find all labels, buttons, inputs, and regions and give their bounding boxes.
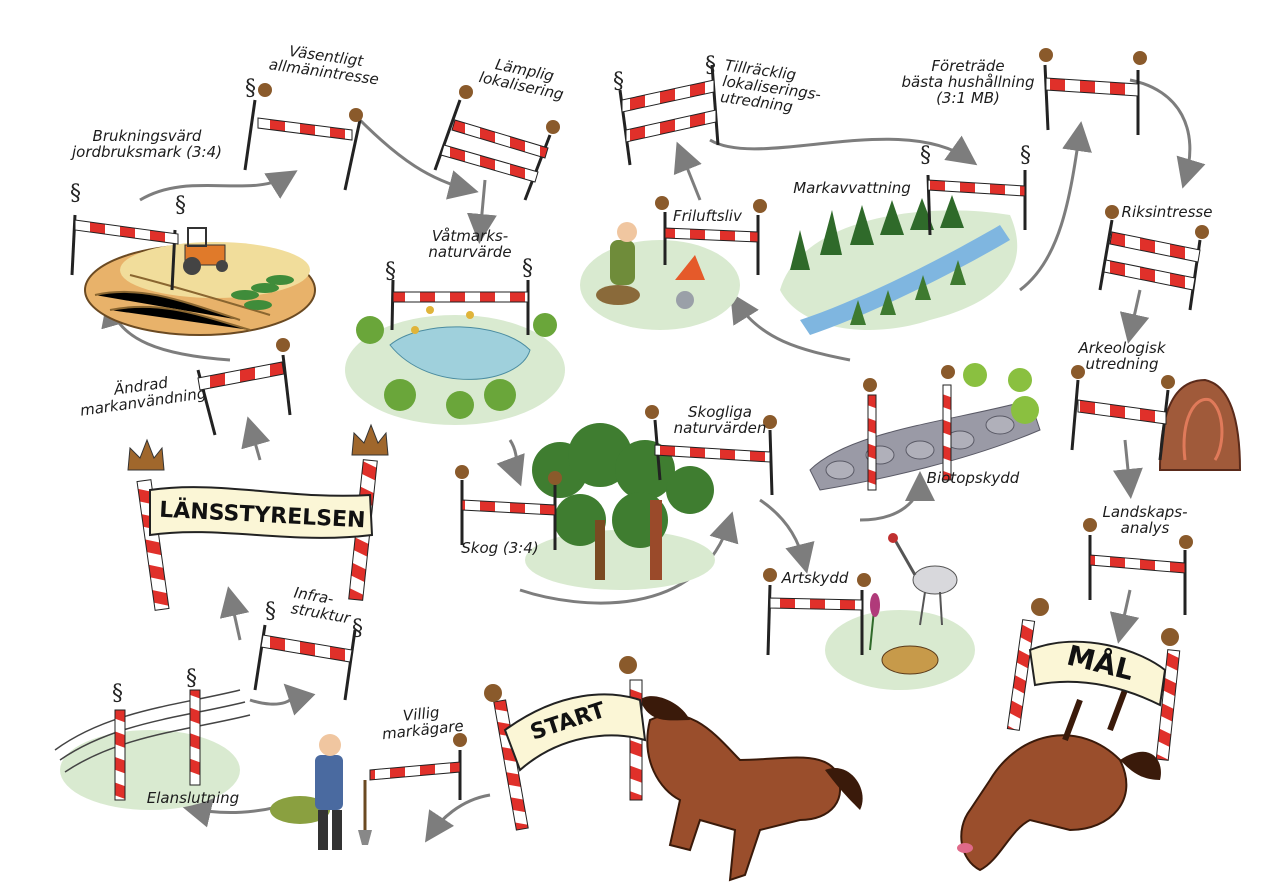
camper-scene [580, 222, 740, 330]
barrier-skogliga [645, 405, 777, 496]
barrier-arkeologisk [1070, 365, 1175, 461]
barrier-tillracklig [618, 64, 720, 166]
gateway-start [484, 656, 647, 831]
arrow [219, 586, 250, 641]
arrow [358, 118, 479, 200]
svg-text:§: § [1020, 143, 1031, 168]
landowner-figure [270, 734, 372, 850]
barrier-lamplig [433, 85, 560, 201]
barrier-skog [455, 465, 562, 550]
barrier-brukningsvarde [70, 214, 179, 291]
arrow [1109, 589, 1140, 644]
gateway-lansstyrelsen [127, 423, 389, 611]
arrow [249, 683, 316, 716]
paragraph-icon: § § § § § § § § § § § § § [70, 53, 1031, 706]
arrow [1119, 289, 1150, 344]
barrier-villig [369, 733, 467, 800]
runestone-scene [1158, 378, 1242, 471]
arrow [673, 141, 702, 201]
arrow [1019, 121, 1092, 292]
label-foretrade: Företräde bästa hushållning (3:1 MB) [901, 57, 1035, 107]
horse-finish-figure [957, 688, 1161, 872]
tractor-icon [183, 227, 228, 275]
barrier-landskaps [1083, 518, 1193, 615]
svg-text:§: § [245, 76, 256, 101]
barrier-friluftsliv [655, 196, 767, 275]
crane-frog-scene [825, 533, 975, 690]
arrow [241, 416, 271, 461]
arrow [1129, 78, 1206, 189]
label-friluftsliv: Friluftsliv [673, 207, 742, 225]
label-skog: Skog (3:4) [461, 539, 539, 557]
svg-text:§: § [175, 193, 186, 218]
svg-text:§: § [522, 256, 533, 281]
label-skogliga: Skogliga naturvärden [673, 403, 767, 437]
svg-text:§: § [70, 181, 81, 206]
path-arrows [101, 78, 1206, 843]
barrier-vasentligt [243, 83, 363, 191]
crown-icon [351, 423, 389, 456]
crown-icon [127, 438, 165, 471]
barrier-markavvattning [926, 170, 1027, 236]
farm-field-scene [84, 227, 316, 336]
svg-text:§: § [920, 143, 931, 168]
arrow [139, 170, 298, 202]
label-brukningsvarde: Brukningsvärd jordbruksmark (3:4) [72, 127, 222, 161]
svg-text:§: § [112, 681, 123, 706]
gateway-mal [1006, 598, 1181, 761]
barrier-biotop [863, 365, 955, 491]
arrow [519, 511, 739, 605]
svg-text:§: § [705, 53, 716, 78]
label-arkeologisk: Arkeologisk utredning [1078, 339, 1166, 373]
label-artskydd: Artskydd [781, 569, 849, 587]
label-riksintresse: Riksintresse [1121, 203, 1213, 221]
label-biotopskydd: Biotopskydd [926, 469, 1020, 487]
arrow [1112, 439, 1143, 499]
arrow [859, 471, 935, 522]
svg-text:§: § [613, 69, 624, 94]
barrier-artskydd [763, 568, 871, 656]
arrow [466, 179, 497, 244]
svg-text:§: § [385, 259, 396, 284]
drainage-ditch-scene [780, 195, 1018, 335]
arrow [759, 498, 815, 574]
barrier-andrad [196, 338, 292, 436]
arrow [730, 292, 851, 362]
wetland-scene [345, 306, 565, 425]
poles-elanslutning [114, 689, 201, 801]
label-markavvattning: Markavvattning [793, 179, 911, 197]
label-vatmarks: Våtmarks- naturvärde [428, 227, 512, 261]
barrier-riksintresse [1098, 205, 1209, 311]
arrow [496, 439, 525, 487]
svg-text:§: § [265, 599, 276, 624]
barrier-foretrade [1039, 48, 1147, 135]
horse-start-figure [640, 696, 863, 882]
label-landskaps: Landskaps- analys [1102, 503, 1188, 537]
svg-text:§: § [352, 616, 363, 641]
barrier-infrastruktur [253, 624, 357, 701]
label-elanslutning: Elanslutning [146, 789, 240, 807]
arrow [425, 793, 491, 843]
svg-text:§: § [186, 666, 197, 691]
arrow [709, 135, 978, 166]
barrier-vatmarks [390, 279, 530, 335]
